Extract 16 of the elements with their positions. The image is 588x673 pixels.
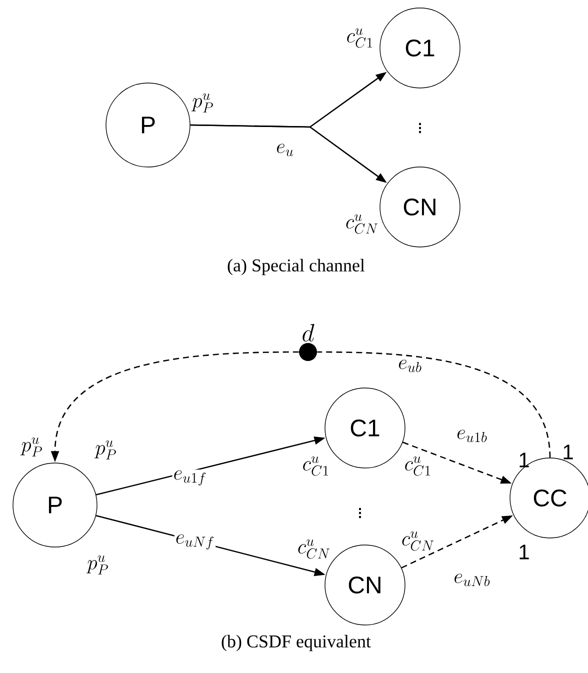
edge-label: $e_{uNb}$ bbox=[452, 572, 492, 588]
edge-label: $e_{ub}$ bbox=[397, 358, 423, 374]
subfigure-caption: (a) Special channel bbox=[228, 258, 365, 276]
port-rate: $p^{u}_{P}$ bbox=[94, 440, 116, 460]
dashed-line bbox=[317, 351, 551, 458]
node-label: $d$ bbox=[302, 324, 314, 342]
port-rate: $p^{u}_{P}$ bbox=[86, 555, 108, 574]
port-rate: 1 bbox=[564, 444, 573, 460]
port-rate: $c^{u}_{CN}$ bbox=[298, 539, 330, 559]
ellipsis: $\vdots$ bbox=[359, 508, 361, 518]
edge-label: $e_{u}$ bbox=[275, 143, 295, 158]
port-rate: $c^{u}_{CN}$ bbox=[402, 531, 434, 551]
edge-label: $e_{uNf}$ bbox=[174, 534, 216, 550]
edge-label: $e_{u1f}$ bbox=[172, 470, 208, 486]
ellipsis: $\vdots$ bbox=[419, 122, 421, 134]
edge-label: $e_{u1b}$ bbox=[456, 428, 488, 444]
